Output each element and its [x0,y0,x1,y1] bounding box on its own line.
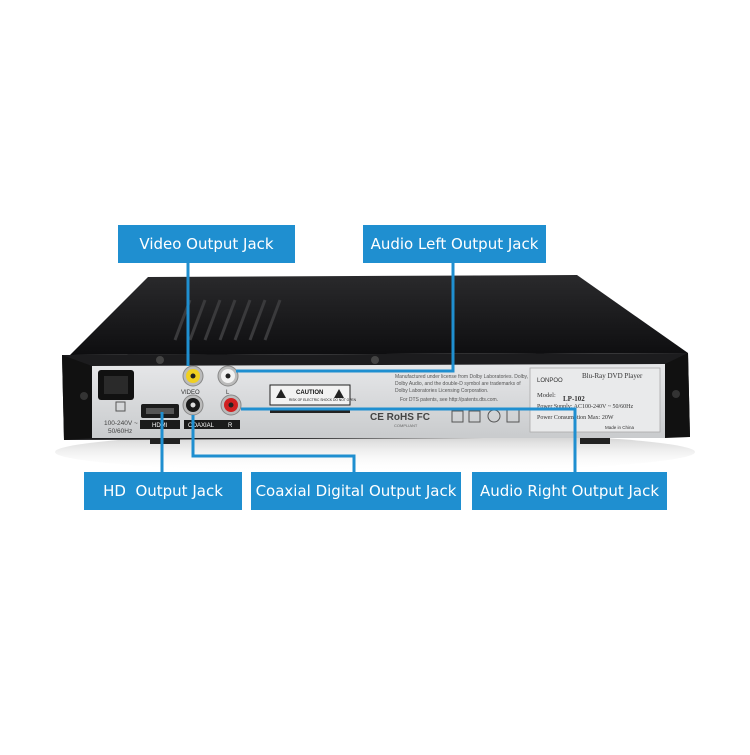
hd-output-callout: HD Output Jack [84,472,242,510]
foot-right [580,438,610,444]
caution-bar [270,409,350,413]
left-wing [62,355,92,440]
left-port-label: L [226,390,230,396]
coaxial-output-callout: Coaxial Digital Output Jack [251,472,461,510]
cert-mark-1-icon [451,410,464,423]
top-screw-center [371,356,379,364]
foot-left [150,438,180,444]
made-in-text: Made in China [605,425,635,430]
hdmi-port-inner [146,408,174,414]
dts-text: For DTS patents, see http://patents.dts.… [400,397,498,403]
audio-left-leader-line [236,263,455,373]
audio-right-leader-line [241,407,577,472]
video-output-callout: Video Output Jack [118,225,295,263]
model-number: LP-102 [563,395,585,403]
coaxial-leader-line [191,415,356,472]
power-supply-text: Power Supply: AC100-240V ~ 50/60Hz [537,404,633,410]
coaxial-jack-pin [190,402,196,408]
coaxial-label-strip [184,420,226,429]
model-label: Model: [537,392,556,399]
caution-subtitle: RISK OF ELECTRIC SHOCK DO NOT OPEN [289,398,357,402]
dolby-text-line-2: Dolby Audio, and the double-D symbol are… [395,381,521,387]
video-jack-pin [190,373,196,379]
power-inlet-socket [104,376,128,394]
audio-left-jack-pin [225,373,231,379]
top-vents [173,299,282,341]
top-cover [70,275,688,355]
rohs-compliant-text: COMPLIANT [394,423,418,428]
hdmi-label-strip [140,420,180,429]
power-rating-text: 100-240V ~ [104,420,138,427]
label-plate [529,367,661,433]
power-freq-text: 50/60Hz [108,428,132,435]
caution-label [269,384,351,406]
caution-left-triangle-icon [276,389,286,398]
top-screw-left [156,356,164,364]
caution-title: CAUTION [296,390,323,396]
floor-shadow [55,432,695,472]
video-port-label: VIDEO [181,390,200,396]
right-port-label: R [228,423,233,429]
hdmi-port-label: HDMI [152,423,168,429]
double-insulation-icon [115,401,126,412]
dolby-text-line-3: Dolby Laboratories Licensing Corporation… [395,388,488,394]
audio-right-jack-pin [228,402,234,408]
caution-right-triangle-icon [334,389,344,398]
brand-name: LONPOO [537,378,563,384]
left-screw [80,392,88,400]
dolby-text-line-1: Manufactured under license from Dolby La… [395,374,528,380]
compliance-marks: CE RoHS FC [370,412,430,423]
coaxial-port-label: COAXIAL [188,423,215,429]
audio-left-output-callout: Audio Left Output Jack [363,225,546,263]
right-label-strip [222,420,240,429]
callout-leader-lines [160,263,577,472]
product-name: Blu-Ray DVD Player [582,372,643,380]
audio-right-output-callout: Audio Right Output Jack [472,472,667,510]
right-screw [672,390,680,398]
cert-mark-2-icon [468,410,481,423]
